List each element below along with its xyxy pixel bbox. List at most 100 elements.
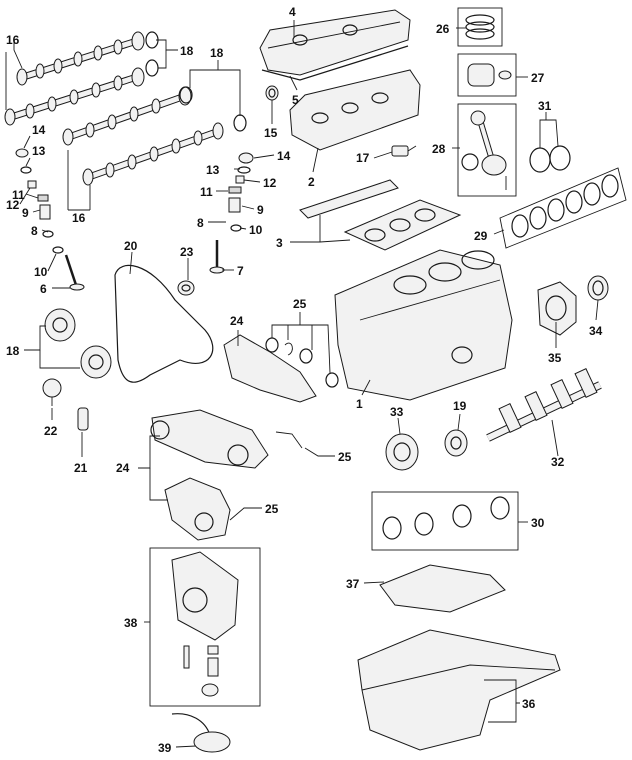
oil-pan-baffle[interactable] — [379, 564, 506, 613]
valve-left[interactable] — [64, 254, 85, 291]
timing-cover-front-upper[interactable] — [150, 409, 269, 469]
timing-belt[interactable] — [114, 264, 214, 383]
callout-13-center: 13 — [206, 163, 220, 177]
callout-37: 37 — [346, 577, 360, 591]
callout-24-rear: 24 — [230, 314, 244, 328]
thrust-washer-set[interactable] — [371, 491, 519, 551]
callout-20: 20 — [124, 239, 138, 253]
callout-22: 22 — [44, 424, 58, 438]
camshaft-sprocket-lower[interactable] — [80, 345, 112, 379]
idler-pulley[interactable] — [42, 378, 62, 406]
callout-38: 38 — [124, 616, 138, 630]
callout-3: 3 — [276, 236, 283, 250]
callout-29: 29 — [474, 229, 488, 243]
valve-keeper-center[interactable] — [235, 175, 245, 184]
crankshaft-sprocket[interactable] — [444, 429, 468, 457]
callout-30: 30 — [531, 516, 545, 530]
callout-4: 4 — [289, 5, 296, 19]
timing-cover-front-lower[interactable] — [164, 477, 231, 541]
callout-18-top-center: 18 — [210, 46, 224, 60]
oil-pump-box — [149, 547, 261, 707]
callout-16-bottom: 16 — [72, 211, 86, 225]
piston-ring-set[interactable] — [457, 7, 503, 47]
oil-pump[interactable] — [171, 551, 239, 641]
callout-14-left: 14 — [32, 123, 46, 137]
valve-lifter-center[interactable] — [238, 152, 254, 164]
callout-8-center: 8 — [197, 216, 204, 230]
oil-pickup[interactable] — [171, 713, 231, 753]
callout-21: 21 — [74, 461, 88, 475]
tensioner-pulley[interactable] — [177, 280, 195, 296]
valve-center[interactable] — [209, 240, 225, 274]
valve-seat-left[interactable] — [42, 230, 54, 238]
valve-train-center — [209, 152, 254, 274]
callout-9-center: 9 — [257, 203, 264, 217]
rear-main-seal[interactable] — [587, 275, 609, 301]
callout-25-lower: 25 — [265, 502, 279, 516]
valve-cover[interactable] — [259, 9, 411, 76]
crankshaft-position-sensor[interactable] — [77, 407, 89, 431]
adjusting-shim-left[interactable] — [20, 166, 32, 174]
callout-27: 27 — [531, 71, 545, 85]
oil-pump-relief-valve[interactable] — [183, 645, 219, 697]
camshaft-seal-4[interactable] — [233, 114, 247, 132]
camshaft-oil-seal[interactable] — [265, 85, 279, 101]
oil-pan[interactable] — [357, 629, 561, 751]
callout-10-left: 10 — [34, 265, 48, 279]
valve-spring-center[interactable] — [228, 197, 241, 213]
callout-34: 34 — [589, 324, 603, 338]
camshaft-1[interactable] — [16, 31, 145, 86]
valve-train-left — [15, 148, 85, 291]
callout-12-center: 12 — [263, 176, 277, 190]
camshaft-seal-3[interactable] — [179, 86, 193, 104]
callout-11-center: 11 — [200, 185, 213, 199]
engine-block[interactable] — [334, 249, 513, 401]
callout-25-middle: 25 — [338, 450, 352, 464]
callout-labels: 1 2 3 4 5 6 7 8 8 9 9 10 10 11 11 12 12 … — [6, 5, 603, 755]
callout-16-top: 16 — [6, 33, 20, 47]
vvt-solenoid[interactable] — [391, 145, 417, 157]
adjusting-shim-center[interactable] — [237, 166, 251, 174]
callout-23: 23 — [180, 245, 194, 259]
leader-lines — [5, 20, 599, 748]
main-bearing-set[interactable] — [499, 167, 627, 249]
camshaft-2[interactable] — [4, 67, 145, 126]
rear-seal-retainer[interactable] — [537, 281, 577, 336]
cylinder-head-gasket[interactable] — [343, 199, 462, 251]
camshaft-sprocket-upper[interactable] — [44, 308, 76, 342]
camshaft-group — [4, 31, 247, 186]
callout-36: 36 — [522, 697, 536, 711]
connecting-rod[interactable] — [457, 103, 517, 197]
piston[interactable] — [457, 53, 517, 97]
callout-25-upper: 25 — [293, 297, 307, 311]
valve-cover-gasket[interactable] — [261, 45, 409, 81]
valve-keeper-left[interactable] — [27, 180, 37, 189]
timing-cover-rear[interactable] — [223, 334, 317, 403]
callout-1: 1 — [356, 397, 363, 411]
cylinder-head[interactable] — [289, 69, 421, 151]
valve-lifter-left[interactable] — [15, 148, 29, 158]
callout-32: 32 — [551, 455, 565, 469]
callout-35: 35 — [548, 351, 562, 365]
intake-gasket[interactable] — [299, 179, 399, 219]
valve-seal-left[interactable] — [52, 246, 64, 254]
valve-seal-center[interactable] — [230, 224, 242, 232]
callout-26: 26 — [436, 22, 450, 36]
crankshaft-pulley[interactable] — [385, 433, 419, 471]
valve-spring-retainer-center[interactable] — [228, 186, 242, 194]
valve-spring-left[interactable] — [39, 204, 51, 220]
timing-cover-gasket[interactable] — [275, 431, 303, 449]
rod-bearing-set[interactable] — [529, 145, 571, 173]
camshaft-4[interactable] — [82, 122, 224, 186]
callout-33: 33 — [390, 405, 404, 419]
crankshaft[interactable] — [486, 368, 602, 442]
callout-10-center: 10 — [249, 223, 263, 237]
callout-5: 5 — [292, 93, 299, 107]
callout-17: 17 — [356, 151, 370, 165]
valve-spring-retainer-left[interactable] — [37, 194, 49, 202]
callout-39: 39 — [158, 741, 172, 755]
callout-24-front: 24 — [116, 461, 130, 475]
callout-18-left: 18 — [6, 344, 20, 358]
camshaft-seal-2[interactable] — [145, 59, 159, 77]
